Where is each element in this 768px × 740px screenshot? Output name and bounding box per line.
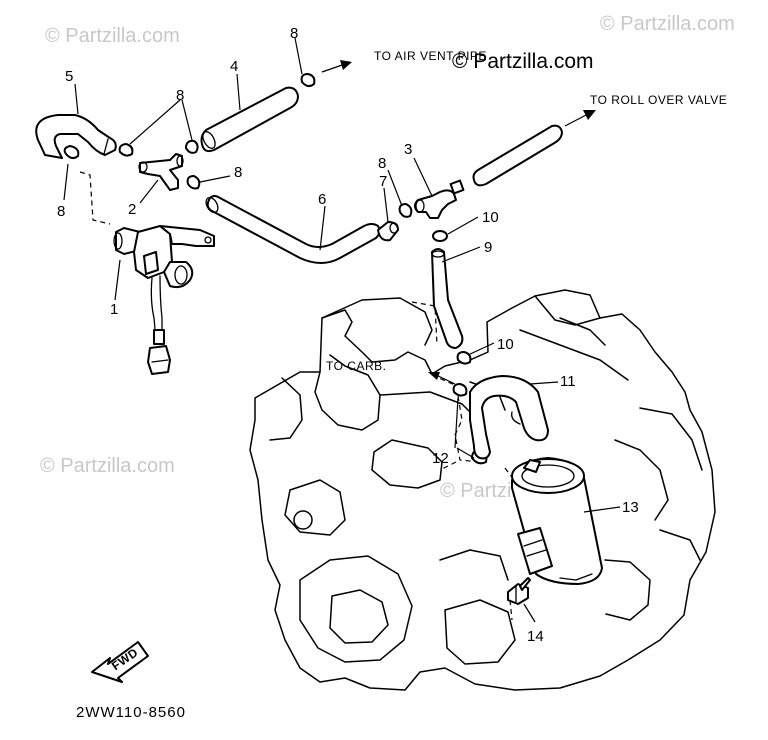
callout-8: 8 <box>57 203 65 220</box>
part-9-hose[interactable] <box>431 248 464 349</box>
callout-14: 14 <box>527 628 544 645</box>
watermark: © Partzilla.com <box>45 25 180 47</box>
callout-1: 1 <box>110 301 118 318</box>
label-to-air-vent-pipe: TO AIR VENT PIPE <box>374 49 487 63</box>
hose-to-roll-over[interactable] <box>472 124 563 187</box>
part-1-valve[interactable] <box>113 225 215 375</box>
callout-10: 10 <box>497 336 514 353</box>
callout-13: 13 <box>622 499 639 516</box>
fwd-arrow-icon: FWD <box>91 641 149 683</box>
part-8-clamp[interactable] <box>185 139 199 154</box>
part-12-clamp[interactable] <box>452 383 468 397</box>
part-8-clamp[interactable] <box>300 73 316 88</box>
watermark: © Partzilla.com <box>40 455 175 477</box>
part-6-hose[interactable] <box>204 195 381 264</box>
part-8-clamp[interactable] <box>118 143 134 157</box>
part-5-hose[interactable] <box>35 114 117 159</box>
part-10-clamp[interactable] <box>456 351 472 365</box>
part-13-canister[interactable] <box>511 457 603 585</box>
callout-8: 8 <box>234 164 242 181</box>
callout-4: 4 <box>230 58 238 75</box>
callout-8: 8 <box>176 87 184 104</box>
part-7-fitting[interactable] <box>377 221 399 242</box>
part-8-clamp[interactable] <box>186 175 201 190</box>
callout-5: 5 <box>65 68 73 85</box>
part-11-hose[interactable] <box>469 375 549 460</box>
part-8-clamp[interactable] <box>63 145 80 160</box>
callout-8: 8 <box>290 25 298 42</box>
arrow-carb <box>428 372 456 385</box>
callout-8: 8 <box>378 155 386 172</box>
callout-6: 6 <box>318 191 326 208</box>
watermark: © Partzilla.com <box>452 50 594 73</box>
callout-11: 11 <box>560 373 576 390</box>
part-10-clamp[interactable] <box>432 230 448 242</box>
callout-10: 10 <box>482 209 499 226</box>
callout-7: 7 <box>379 173 387 190</box>
part-8-clamp[interactable] <box>398 203 413 218</box>
diagram-code: 2WW110-8560 <box>76 704 186 721</box>
leader-lines <box>63 37 621 623</box>
arrow-air-vent <box>321 60 352 73</box>
callout-12: 12 <box>432 450 449 467</box>
part-2-joint[interactable] <box>138 153 184 191</box>
label-to-roll-over-valve: TO ROLL OVER VALVE <box>590 93 727 107</box>
callout-3: 3 <box>404 141 412 158</box>
arrow-roll-over <box>564 110 596 127</box>
part-4-hose[interactable] <box>200 86 299 153</box>
label-to-carb: TO CARB. <box>326 359 386 373</box>
watermark: © Partzilla.com <box>600 13 735 35</box>
callout-9: 9 <box>484 239 492 256</box>
part-14-bolt[interactable] <box>507 577 531 605</box>
engine-outline <box>249 289 716 691</box>
callout-2: 2 <box>128 201 136 218</box>
part-3-joint[interactable] <box>414 179 465 219</box>
